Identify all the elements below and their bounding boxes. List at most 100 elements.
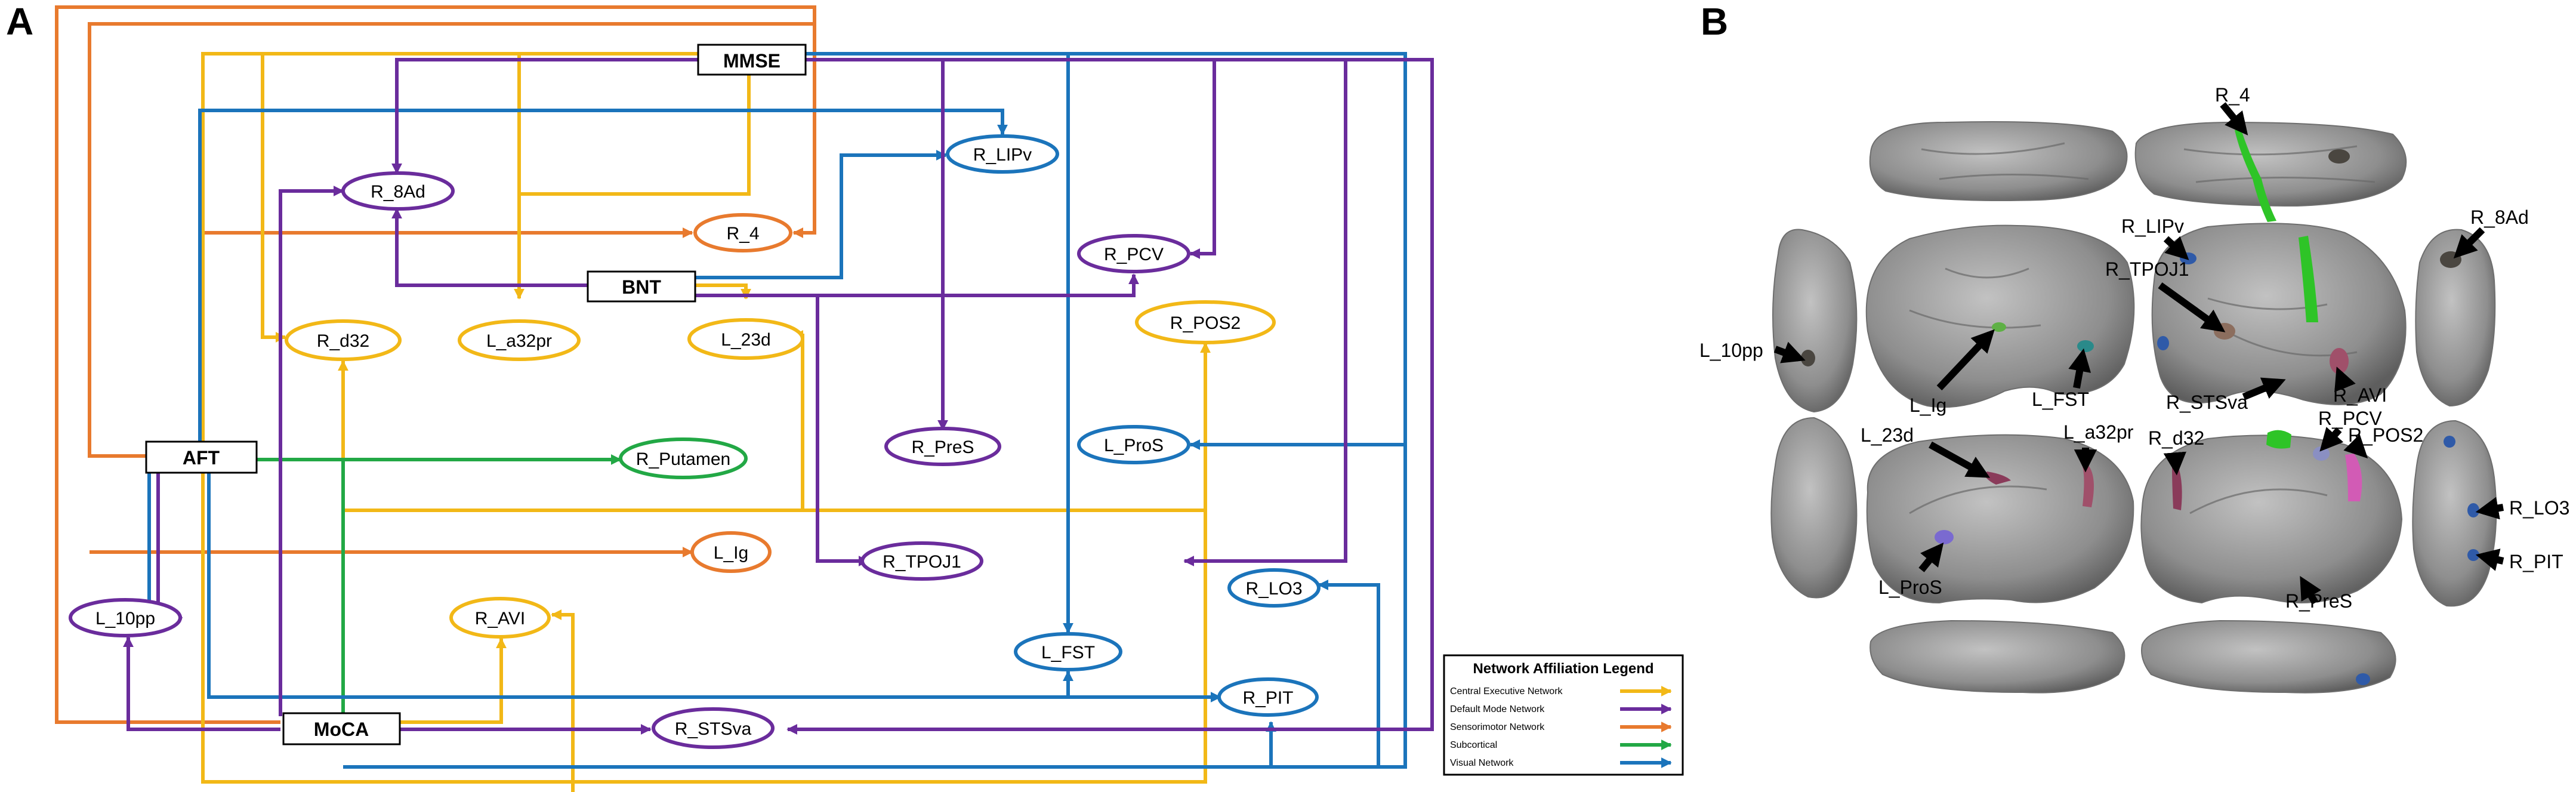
label-r-tpoj1: R_TPOJ1: [2105, 258, 2189, 280]
brain-views: [1770, 121, 2497, 694]
parcel-blue-ventral: [2356, 673, 2370, 685]
edge-mmse-r8ad: [391, 58, 698, 174]
arrow-r-pres: [2300, 575, 2322, 605]
region-r-avi: R_AVI: [449, 597, 551, 639]
visual-connections: [147, 52, 1407, 769]
parcel-blue-lat: [2157, 336, 2169, 350]
parcel-l-a32pr: [2083, 466, 2094, 507]
edge-bnt-r8ad: [391, 208, 588, 287]
parcel-r-lo3: [2467, 503, 2479, 517]
brain-view-lateral-left: [1865, 224, 2135, 408]
edge-mmse-rpcv: [806, 58, 1216, 259]
brain-view-anterior-lower: [1770, 417, 1858, 599]
svg-text:R_Putamen: R_Putamen: [636, 449, 730, 469]
svg-text:Sensorimotor Network: Sensorimotor Network: [1450, 722, 1545, 732]
parcel-r-pos2: [2345, 454, 2362, 501]
region-r-pcv: R_PCV: [1077, 234, 1190, 273]
svg-text:Subcortical: Subcortical: [1450, 740, 1497, 750]
arrow-r-avi: [2334, 366, 2356, 393]
parcel-r-8ad-dorsal: [2328, 149, 2350, 164]
edge-moca-r8ad: [279, 186, 344, 716]
brain-renderings: B: [1699, 0, 2569, 694]
svg-text:R_4: R_4: [726, 224, 759, 244]
arrow-r-4: [2220, 102, 2248, 135]
legend-item: Default Mode Network: [1450, 704, 1672, 714]
arrow-r-lipv: [2163, 236, 2189, 260]
brain-view-medial-right: [2140, 434, 2403, 604]
legend-title: Network Affiliation Legend: [1473, 661, 1653, 677]
svg-text:R_8Ad: R_8Ad: [371, 182, 425, 202]
test-node-moca: MoCA: [282, 712, 401, 745]
svg-text:R_LO3: R_LO3: [1245, 579, 1302, 599]
edge-aft-lig: [88, 7, 816, 458]
brain-parcels: [1801, 128, 2479, 685]
label-l-10pp: L_10pp: [1699, 340, 1763, 361]
region-l-a32pr: L_a32pr: [458, 319, 581, 361]
svg-text:R_d32: R_d32: [317, 331, 369, 351]
region-r-tpoj1: R_TPOJ1: [860, 541, 983, 581]
annotation-arrows: [1773, 102, 2504, 605]
parcel-r-pit: [2467, 549, 2479, 561]
test-node-mmse: MMSE: [697, 44, 807, 76]
label-r-d32: R_d32: [2148, 427, 2204, 449]
region-r-lo3: R_LO3: [1227, 568, 1321, 608]
edge-mmse-rpit: [343, 52, 1407, 769]
parcel-l-23d: [1984, 471, 2011, 485]
edge-rpos2-l23d: [792, 330, 1205, 512]
legend-item: Central Executive Network: [1450, 686, 1672, 697]
subcortical-connections: [257, 454, 622, 722]
network-diagram: A: [6, 0, 1684, 792]
label-r-pit: R_PIT: [2509, 551, 2563, 572]
brain-view-ventral-right: [2141, 620, 2396, 694]
edge-moca-ravi: [343, 637, 507, 724]
arrow-r-pos2: [2343, 434, 2368, 459]
arrow-r-pit: [2475, 548, 2504, 571]
parcel-r-8ad: [2440, 251, 2461, 268]
connections: [55, 5, 1434, 792]
label-r-pos2: R_POS2: [2348, 424, 2423, 446]
svg-text:Visual Network: Visual Network: [1450, 758, 1514, 768]
svg-text:L_Ig: L_Ig: [714, 543, 748, 563]
edge-bnt-rpcv: [695, 273, 1139, 297]
parcel-l-pros: [1935, 530, 1954, 544]
parcel-l-ig: [1992, 322, 2006, 332]
central-executive-connections: [201, 52, 1211, 792]
label-l-fst: L_FST: [2032, 389, 2089, 410]
default-mode-connections: [123, 58, 1434, 735]
legend-item: Subcortical: [1450, 739, 1672, 750]
brain-view-dorsal-left: [1869, 121, 2128, 201]
svg-text:L_ProS: L_ProS: [1104, 436, 1164, 455]
region-r-pres: R_PreS: [884, 427, 1001, 466]
edge-mmse-lower: [519, 54, 751, 196]
svg-text:R_PIT: R_PIT: [1242, 688, 1293, 708]
edge-moca-r4: [55, 5, 816, 724]
svg-text:Central Executive Network: Central Executive Network: [1450, 686, 1563, 697]
parcel-blue-post: [2444, 436, 2455, 448]
region-r-d32: R_d32: [285, 319, 402, 361]
label-r-lipv: R_LIPv: [2121, 215, 2184, 237]
edge-aft-rpit: [207, 471, 1221, 702]
label-r-stsva: R_STSva: [2166, 392, 2248, 413]
legend-item: Sensorimotor Network: [1450, 722, 1672, 732]
edge-loop-ravi: [551, 609, 575, 792]
arrow-r-lo3: [2475, 497, 2504, 520]
panel-a-label: A: [6, 0, 33, 43]
arrow-r-stsva: [2242, 377, 2286, 400]
region-l-pros: L_ProS: [1077, 425, 1190, 464]
test-nodes: MMSE BNT AFT MoCA: [145, 44, 807, 745]
svg-text:R_LIPv: R_LIPv: [973, 145, 1032, 165]
arrow-r-pcv: [2319, 427, 2344, 452]
label-r-8ad: R_8Ad: [2470, 207, 2529, 228]
region-l-10pp: L_10pp: [69, 598, 182, 637]
arrow-r-d32: [2163, 451, 2186, 476]
region-r-4: R_4: [693, 213, 792, 252]
label-l-ig: L_Ig: [1909, 395, 1946, 416]
brain-view-dorsal-right: [2134, 121, 2407, 207]
test-node-bnt: BNT: [587, 270, 696, 303]
svg-text:R_PreS: R_PreS: [911, 437, 974, 457]
arrow-l-23d: [1929, 441, 1991, 478]
region-r-lipv: R_LIPv: [946, 134, 1059, 174]
arrow-l-pros: [1918, 543, 1944, 572]
edge-mmse-rd32: [201, 52, 1211, 784]
edge-mmse-rtpoj1: [1183, 58, 1347, 566]
